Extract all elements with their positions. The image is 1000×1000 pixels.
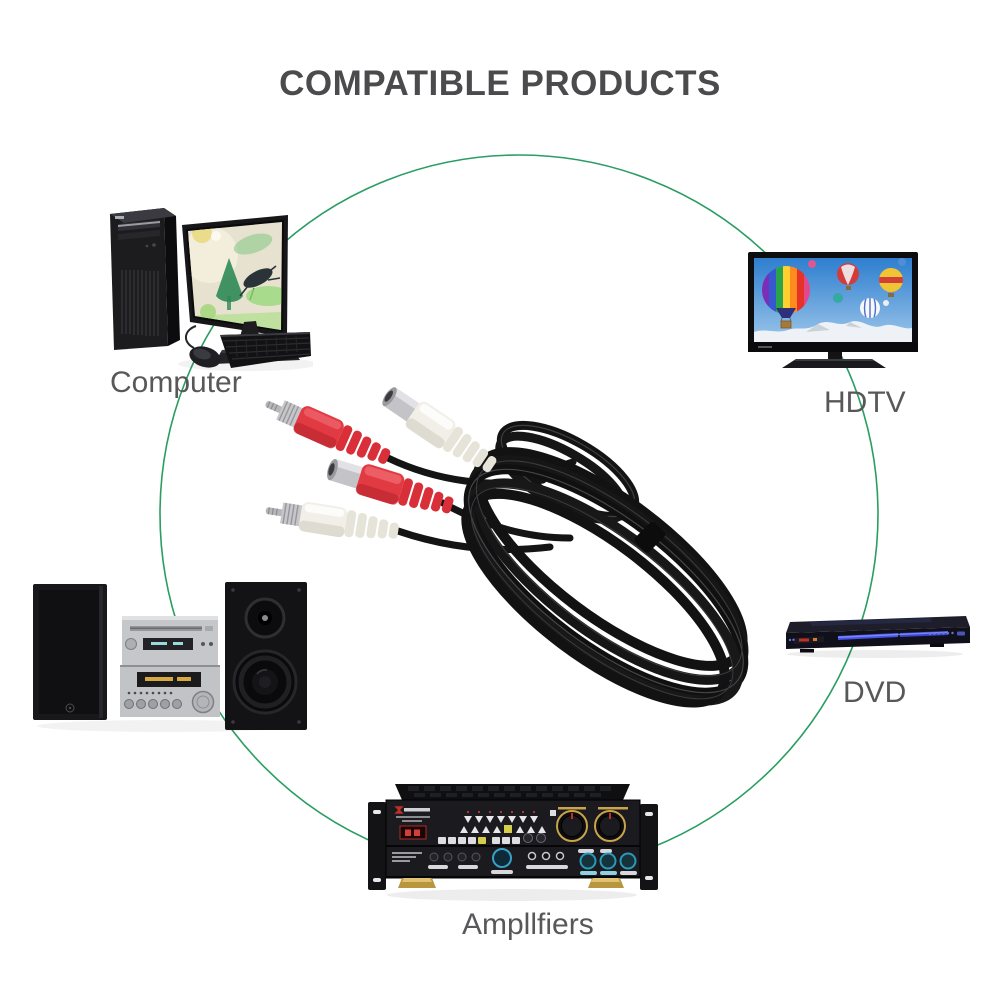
- amp-feet: [398, 878, 624, 888]
- amp-volume-knobs: [556, 807, 628, 842]
- page-title: COMPATIBLE PRODUCTS: [279, 64, 721, 103]
- computer-monitor: [182, 215, 300, 364]
- amplifiers-label: Ampllfiers: [462, 908, 594, 941]
- tv-bottom-bezel: [748, 342, 918, 352]
- computer-image: [110, 208, 313, 371]
- amp-mic-level-knobs: [523, 810, 556, 843]
- computer-mouse: [185, 325, 221, 368]
- amp-preset-buttons: [438, 837, 520, 844]
- dvd-label: DVD: [843, 676, 907, 709]
- rca-plug-red-male: [265, 400, 391, 464]
- dvd-buttons: [928, 631, 965, 636]
- amp-brand-logo: [394, 806, 430, 822]
- amp-rack-ears: [368, 802, 658, 890]
- rca-cable-image: [265, 387, 749, 708]
- computer-label: Computer: [110, 366, 242, 399]
- rca-jack-white-female: [382, 387, 497, 473]
- amp-lower-controls: [392, 848, 637, 875]
- amp-display: [399, 825, 427, 840]
- tv-screen: [754, 258, 912, 342]
- computer-keyboard: [220, 332, 311, 368]
- tv-stand: [782, 352, 886, 368]
- amp-level-indicators: [460, 810, 546, 833]
- computer-tower: [110, 208, 180, 350]
- dvd-player-image: [786, 616, 970, 658]
- hdtv-image: [748, 252, 918, 368]
- stereo-system-image: [33, 582, 307, 732]
- stereo-right-speaker: [225, 582, 307, 730]
- stereo-left-speaker: [33, 584, 107, 720]
- amp-top-vents: [395, 784, 630, 800]
- rca-plug-white-male: [265, 502, 399, 539]
- rca-jack-red-female: [327, 459, 454, 514]
- hdtv-label: HDTV: [824, 386, 906, 419]
- amplifier-image: [368, 784, 658, 901]
- stereo-cd-receiver: [120, 616, 220, 717]
